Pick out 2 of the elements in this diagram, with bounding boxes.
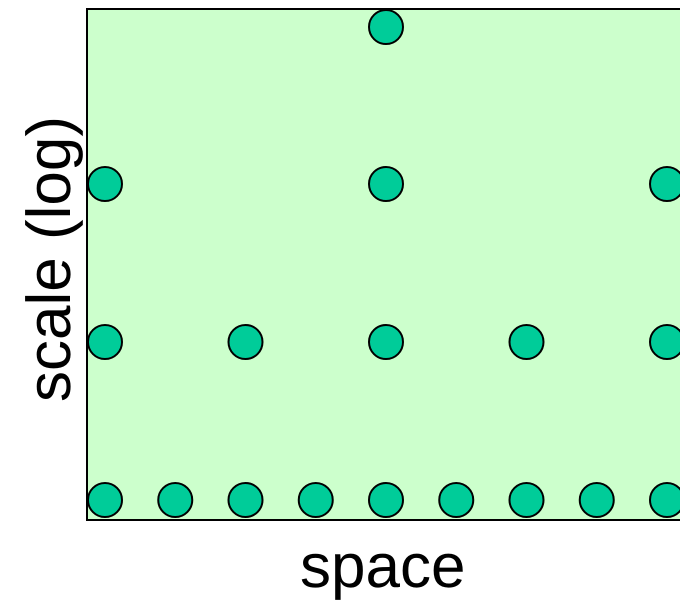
x-axis-label: space [300, 536, 466, 598]
y-axis-label: scale (log) [19, 115, 81, 404]
